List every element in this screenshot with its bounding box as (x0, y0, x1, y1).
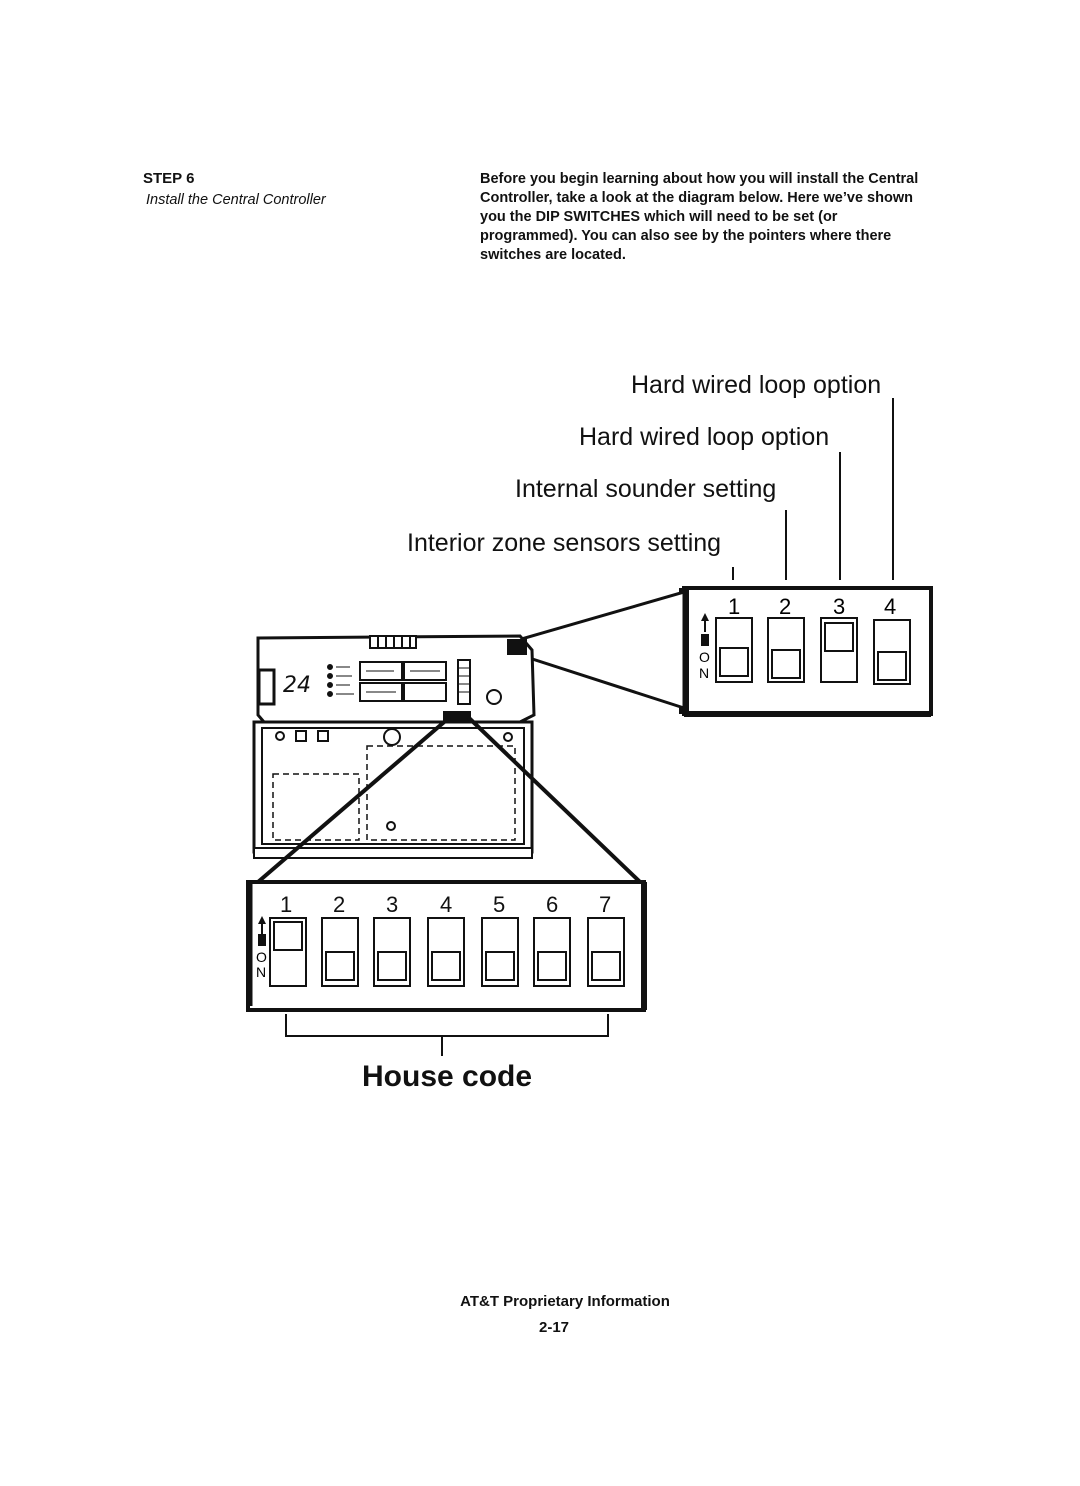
intro-line: Before you begin learning about how you … (480, 171, 919, 187)
page-number-text: 2-17 (538, 1319, 570, 1336)
bottom-dip-switch-box: O N 1 2 3 4 5 6 7 (246, 880, 647, 1012)
intro-line: you the DIP SWITCHES which will need to … (480, 209, 838, 225)
callout-wedge-top (516, 590, 686, 711)
bottom-switch-number-6: 6 (546, 892, 558, 917)
label-internal-sounder: Internal sounder setting (515, 475, 777, 503)
top-switch-number-4: 4 (884, 594, 896, 619)
svg-text:N: N (256, 964, 266, 980)
top-switch-number-3: 3 (833, 594, 845, 619)
house-code-bracket (285, 1014, 609, 1056)
step-title: STEP 6 (143, 170, 195, 187)
on-label-top: O (699, 649, 710, 665)
bottom-switch-number-2: 2 (333, 892, 345, 917)
svg-text:N: N (699, 665, 709, 681)
intro-paragraph: Before you begin learning about how you … (480, 170, 1035, 265)
bottom-switch-number-3: 3 (386, 892, 398, 917)
top-dip-switch-box: O N 1 2 3 4 (679, 586, 933, 717)
label-loop-option-1: Hard wired loop option (631, 371, 882, 399)
bottom-switch-number-1: 1 (280, 892, 292, 917)
intro-line: Controller, take a look at the diagram b… (480, 190, 913, 206)
page-number: 2-17 (0, 1319, 1080, 1336)
intro-line: programmed). You can also see by the poi… (480, 228, 892, 244)
top-switch-number-2: 2 (779, 594, 791, 619)
top-switch-number-1: 1 (728, 594, 740, 619)
label-loop-option-2: Hard wired loop option (579, 423, 830, 451)
house-code-label: House code (362, 1060, 533, 1093)
step-subtitle: Install the Central Controller (146, 192, 326, 208)
callout-wedge-bottom (256, 715, 642, 884)
display-digits: 24 (283, 673, 311, 698)
intro-line: switches are located. (480, 247, 626, 263)
label-interior-zone: Interior zone sensors setting (407, 529, 722, 557)
footer-proprietary-text: AT&T Proprietary Information (460, 1293, 670, 1310)
on-label-bottom: O (256, 949, 267, 965)
bottom-switch-number-5: 5 (493, 892, 505, 917)
bottom-switch-number-7: 7 (599, 892, 611, 917)
bottom-switch-number-4: 4 (440, 892, 452, 917)
central-controller-unit: 24 (252, 634, 536, 859)
footer-proprietary: AT&T Proprietary Information (0, 1293, 1080, 1310)
